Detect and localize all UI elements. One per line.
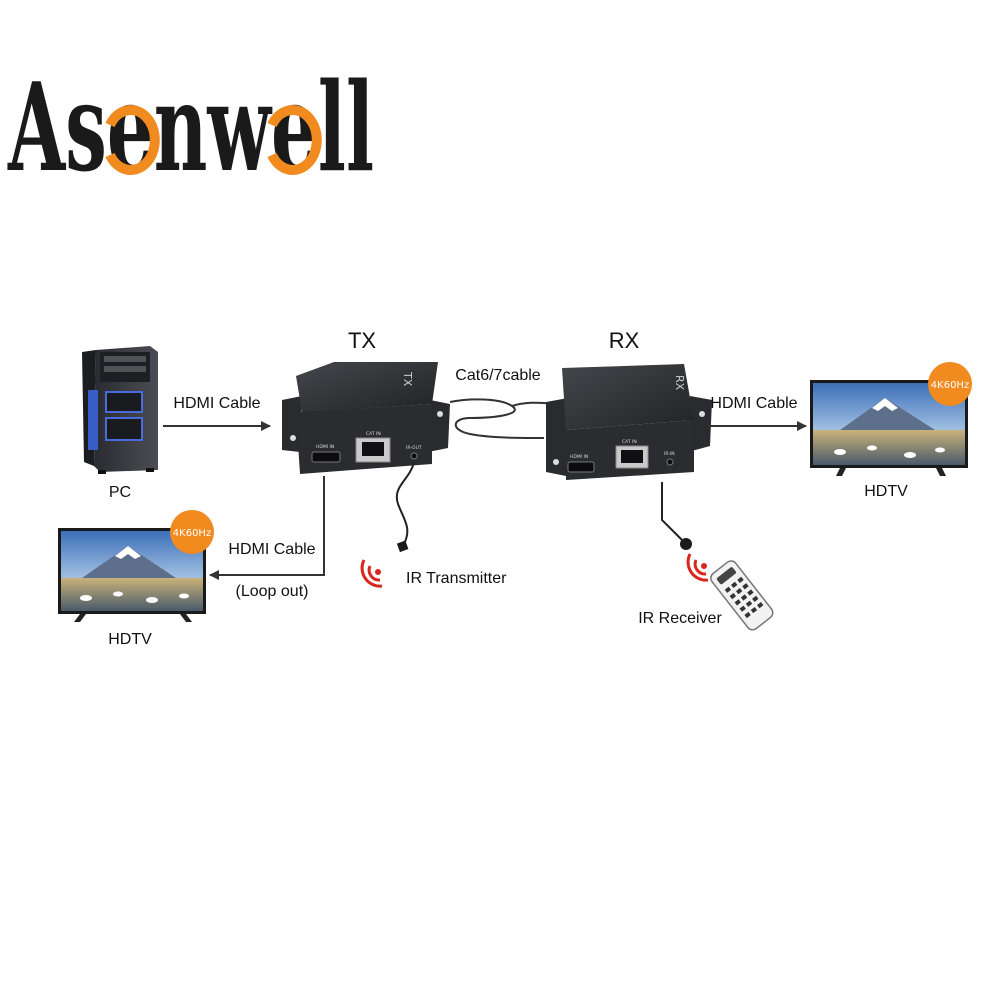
tx-ir-port-label: IR-OUT — [406, 445, 422, 451]
ir-receiver-label: IR Receiver — [638, 610, 722, 627]
tx-title: TX — [348, 328, 376, 353]
ir-receiver-cable — [661, 482, 685, 543]
pc-tower-icon — [82, 346, 158, 474]
ir-transmitter-cable — [395, 461, 415, 545]
resolution-badge-right: 4K60Hz — [928, 362, 972, 406]
ir-transmitter-head — [396, 540, 409, 553]
tx-cat-port-label: CAT IN — [366, 431, 381, 437]
ir-transmitter-label: IR Transmitter — [406, 570, 507, 587]
hdtv-label-right: HDTV — [864, 483, 908, 500]
pc-label: PC — [109, 484, 131, 501]
loop-out-cable — [209, 476, 325, 580]
cat-cable-label: Cat6/7cable — [455, 367, 540, 384]
cat-cable — [449, 398, 561, 439]
logo-accent-e2 — [267, 105, 322, 175]
remote-control-icon — [710, 560, 774, 631]
hdtv-label-left: HDTV — [108, 631, 152, 648]
loop-out-label: (Loop out) — [236, 583, 309, 600]
resolution-badge-left: 4K60Hz — [170, 510, 214, 554]
rx-side-label: RX — [673, 375, 686, 391]
hdmi-cable-label-right: HDMI Cable — [710, 395, 797, 412]
rx-title: RX — [609, 328, 640, 353]
rx-cat-port-label: CAT IN — [622, 439, 637, 445]
hdmi-cable-label-left: HDMI Cable — [173, 395, 260, 412]
rx-device: HDMI IN CAT IN IR-IN RX — [546, 364, 712, 480]
logo-accent-e1 — [105, 105, 160, 175]
svg-text:4K60Hz: 4K60Hz — [931, 380, 969, 391]
tx-side-label: TX — [401, 371, 414, 387]
tx-hdmi-port-label: HDMI IN — [316, 444, 334, 450]
hdmi-cable-label-loop: HDMI Cable — [228, 541, 315, 558]
brand-logo: Asenwell — [7, 55, 374, 199]
rx-hdmi-port-label: HDMI IN — [570, 454, 588, 460]
tx-device: HDMI IN CAT IN IR-OUT TX — [282, 362, 450, 474]
ir-receiver-signal-icon — [686, 553, 709, 582]
rx-ir-port-label: IR-IN — [664, 451, 675, 457]
ir-signal-icon — [360, 559, 383, 588]
svg-text:4K60Hz: 4K60Hz — [173, 528, 211, 539]
ir-receiver-head — [680, 538, 692, 550]
